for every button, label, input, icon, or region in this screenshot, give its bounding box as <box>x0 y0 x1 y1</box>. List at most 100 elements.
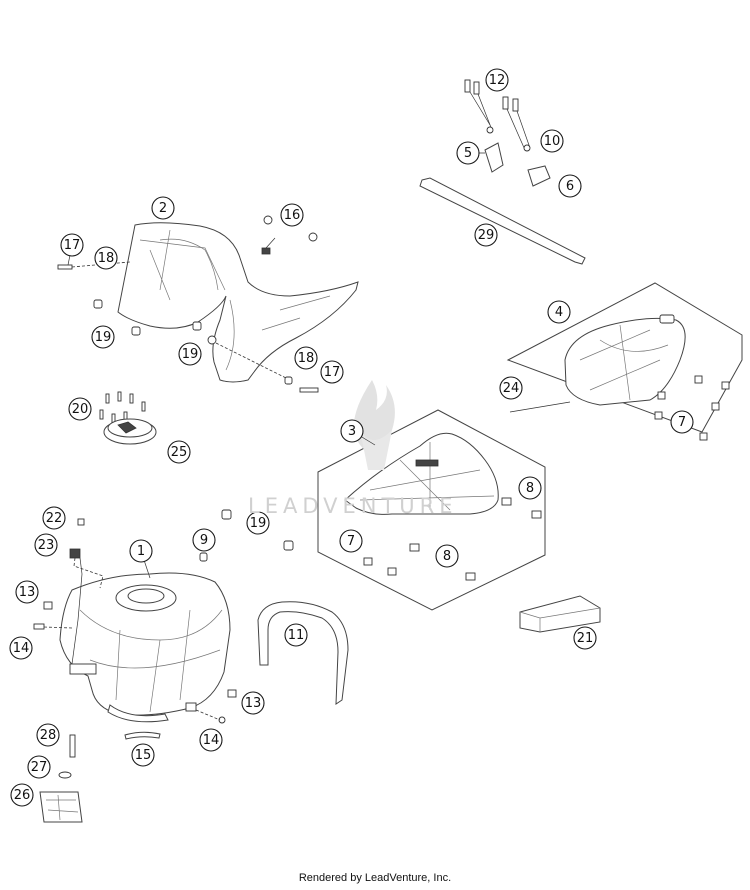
callout-c14a: 14 <box>9 636 33 660</box>
callout-number: 19 <box>182 347 199 362</box>
callout-circle <box>241 691 265 715</box>
callout-number: 2 <box>159 201 167 216</box>
callout-c1: 1 <box>129 539 153 579</box>
callout-number: 8 <box>526 481 534 496</box>
callout-number: 10 <box>544 134 561 149</box>
callout-number: 29 <box>478 228 495 243</box>
callout-number: 17 <box>64 238 81 253</box>
callout-circle <box>435 544 459 568</box>
callout-c13a: 13 <box>15 580 39 604</box>
callout-number: 25 <box>171 445 188 460</box>
callout-c19c: 19 <box>246 511 270 535</box>
callout-number: 18 <box>298 351 315 366</box>
callout-circle <box>670 410 694 434</box>
callout-c12: 12 <box>485 68 509 92</box>
callout-c15: 15 <box>131 743 155 767</box>
callout-number: 19 <box>250 516 267 531</box>
callout-c19a: 19 <box>91 325 115 349</box>
callout-circle <box>474 223 498 247</box>
callout-circle <box>151 196 175 220</box>
callout-c17b: 17 <box>320 360 344 384</box>
callout-c6: 6 <box>558 174 582 198</box>
callout-circle <box>284 623 308 647</box>
callout-c10: 10 <box>540 129 564 153</box>
callout-circle <box>68 397 92 421</box>
callout-number: 4 <box>555 305 563 320</box>
callout-number: 7 <box>347 534 355 549</box>
callout-number: 5 <box>464 146 472 161</box>
callout-c23: 23 <box>34 533 58 557</box>
callout-number: 9 <box>200 533 208 548</box>
callout-circle <box>199 728 223 752</box>
callout-circle <box>456 141 480 165</box>
callout-c3: 3 <box>340 419 376 446</box>
callout-number: 16 <box>284 208 301 223</box>
callout-c20: 20 <box>68 397 92 421</box>
callout-circle <box>167 440 191 464</box>
callout-c9: 9 <box>192 528 216 552</box>
callout-circle <box>27 755 51 779</box>
side-cover-assembly <box>57 215 359 393</box>
callout-number: 3 <box>348 424 356 439</box>
callout-number: 14 <box>203 733 220 748</box>
callout-c18b: 18 <box>294 346 318 370</box>
filler-cap-assembly <box>99 391 157 445</box>
callout-c8b: 8 <box>435 544 459 568</box>
callout-c28: 28 <box>36 723 60 747</box>
callout-number: 14 <box>13 641 30 656</box>
callout-circle <box>558 174 582 198</box>
callout-number: 12 <box>489 73 506 88</box>
callout-c14b: 14 <box>199 728 223 752</box>
callout-circle <box>9 636 33 660</box>
callout-circle <box>15 580 39 604</box>
callout-c2: 2 <box>151 196 175 220</box>
callout-number: 27 <box>31 760 48 775</box>
callout-c24: 24 <box>499 376 523 400</box>
watermark-text: LEADVENTURE <box>248 494 458 518</box>
callout-circle <box>339 529 363 553</box>
callout-circle <box>34 533 58 557</box>
callout-c17a: 17 <box>60 233 84 266</box>
hose-and-box <box>257 595 601 705</box>
callout-c4: 4 <box>547 300 571 324</box>
callout-c7b: 7 <box>339 529 363 553</box>
callout-number: 21 <box>577 631 594 646</box>
callout-c21: 21 <box>573 626 597 650</box>
callout-number: 19 <box>95 330 112 345</box>
callout-circle <box>340 419 364 443</box>
callout-number: 26 <box>14 788 31 803</box>
callout-number: 23 <box>38 538 55 553</box>
callout-c29: 29 <box>474 223 498 247</box>
callout-circle <box>192 528 216 552</box>
callout-number: 1 <box>137 544 145 559</box>
callout-c7a: 7 <box>670 410 694 434</box>
fuel-tank-assembly <box>33 509 294 823</box>
callout-number: 28 <box>40 728 57 743</box>
callout-circle <box>42 506 66 530</box>
footer-credit: Rendered by LeadVenture, Inc. <box>298 872 452 884</box>
callout-number: 8 <box>443 549 451 564</box>
callout-number: 7 <box>678 415 686 430</box>
callout-c16: 16 <box>280 203 304 227</box>
flame-logo-icon <box>353 380 395 470</box>
callout-circle <box>320 360 344 384</box>
callout-number: 13 <box>245 696 262 711</box>
callout-circle <box>573 626 597 650</box>
callout-number: 24 <box>503 381 520 396</box>
callout-number: 20 <box>72 402 89 417</box>
callout-circle <box>246 511 270 535</box>
pillion-seat-assembly <box>506 282 743 441</box>
callout-c27: 27 <box>27 755 51 779</box>
callout-circle <box>178 342 202 366</box>
callout-circle <box>131 743 155 767</box>
callout-circle <box>94 246 118 270</box>
callout-circle <box>280 203 304 227</box>
callout-c11: 11 <box>284 623 308 647</box>
callout-number: 11 <box>288 628 305 643</box>
callout-c18a: 18 <box>94 246 118 270</box>
callout-circle <box>540 129 564 153</box>
callout-circle <box>547 300 571 324</box>
callout-number: 17 <box>324 365 341 380</box>
